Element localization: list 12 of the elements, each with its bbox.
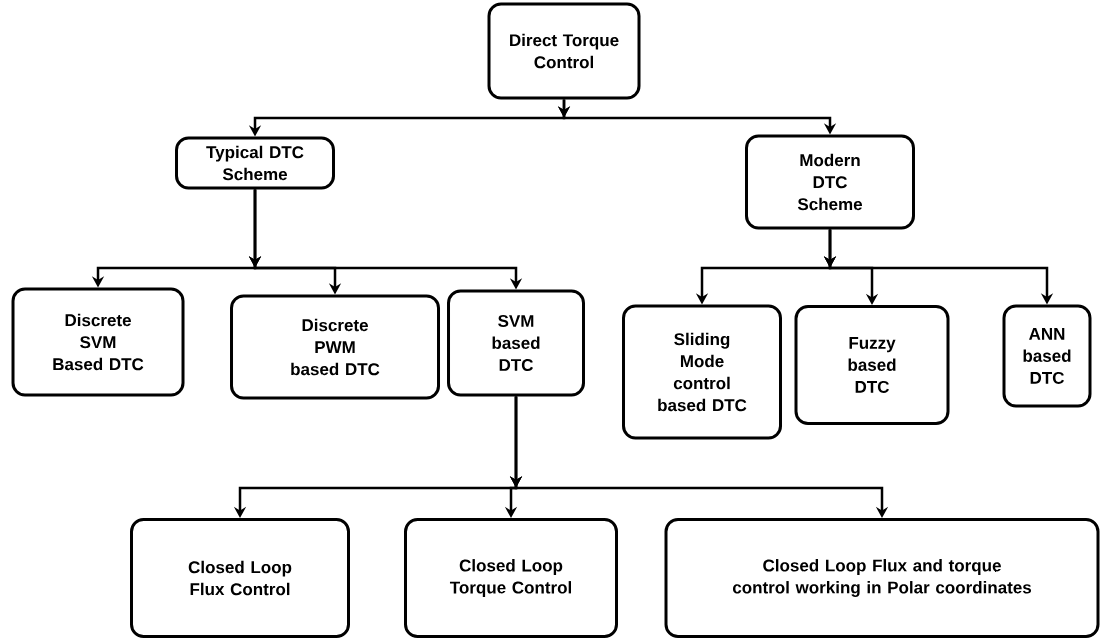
process-box: Direct Torque Control [487,2,641,100]
process-box: ANN based DTC [1002,304,1092,408]
process-box: Modern DTC Scheme [745,134,915,230]
process-box: Closed Loop Flux and torque control working in Polar coordinates [664,518,1100,638]
process-box: Discrete SVM Based DTC [11,287,185,397]
process-box: Sliding Mode control based DTC [622,304,782,440]
process-box: SVM based DTC [447,289,585,397]
process-box: Typical DTC Scheme [175,136,335,190]
process-box: Fuzzy based DTC [794,305,950,425]
process-box: Closed Loop Flux Control [130,518,350,638]
process-box: Discrete PWM based DTC [230,294,440,400]
process-box: Closed Loop Torque Control [404,518,618,638]
